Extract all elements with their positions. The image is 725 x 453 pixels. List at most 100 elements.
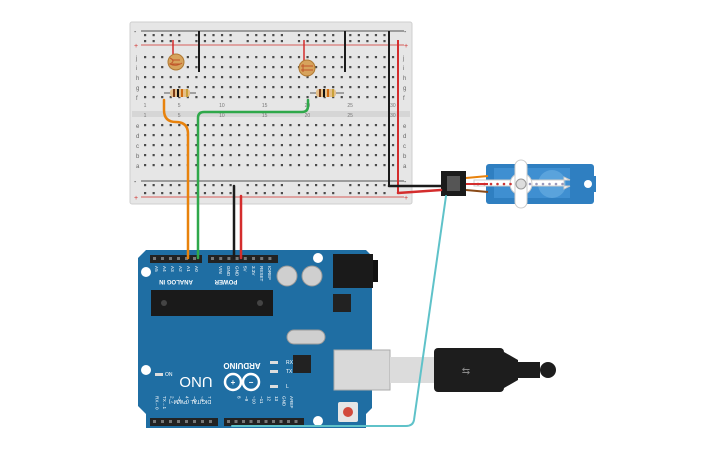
resistor-2[interactable]: [310, 89, 344, 97]
power-pin-hole[interactable]: [227, 257, 231, 260]
digital-pin-hole[interactable]: [153, 420, 156, 423]
analog-pin-hole[interactable]: [153, 257, 156, 260]
horn-hole: [554, 182, 558, 186]
digital-pin-hole[interactable]: [234, 420, 238, 423]
analog-pin-hole[interactable]: [193, 257, 196, 260]
breadboard-hole: [306, 154, 309, 157]
breadboard-hole: [212, 154, 215, 157]
breadboard-hole: [263, 134, 266, 137]
servo-motor[interactable]: [473, 159, 596, 209]
rail-hole: [332, 40, 335, 43]
digital-pin-hole[interactable]: [279, 420, 283, 423]
breadboard-hole: [161, 164, 164, 167]
breadboard-hole: [263, 76, 266, 79]
tx-label: TX: [286, 369, 293, 375]
breadboard-hole: [238, 96, 241, 99]
breadboard-hole: [289, 86, 292, 89]
power-pin-hole[interactable]: [243, 257, 247, 260]
breadboard-hole: [220, 164, 224, 167]
breadboard-hole: [289, 154, 292, 157]
breadboard-hole: [366, 134, 369, 137]
breadboard-hole: [203, 134, 207, 137]
breadboard-hole: [315, 144, 318, 147]
horn-hole: [535, 182, 538, 186]
digital-pin-hole[interactable]: [264, 420, 268, 423]
wire-cyan-signal[interactable]: [231, 195, 447, 427]
row-letter: c: [403, 144, 406, 150]
rail-hole: [212, 34, 215, 37]
breadboard-hole: [203, 154, 207, 157]
rail-hole: [169, 192, 172, 195]
power-pin-hole[interactable]: [235, 257, 239, 260]
power-header: [208, 255, 278, 263]
usb-cable[interactable]: ⇆: [390, 348, 556, 392]
row-letter: h: [136, 76, 139, 82]
rail-hole: [229, 40, 232, 43]
wire-servo-power[interactable]: [396, 188, 443, 195]
digital-pin-hole[interactable]: [287, 420, 290, 423]
digital-pin-hole[interactable]: [185, 420, 188, 423]
breadboard-hole: [229, 96, 232, 99]
breadboard-hole: [383, 144, 386, 147]
rail-hole: [332, 34, 335, 37]
breadboard-hole: [340, 96, 343, 99]
breadboard-hole: [220, 66, 224, 69]
breadboard-hole: [280, 86, 283, 89]
analog-pin-hole[interactable]: [169, 257, 172, 260]
analog-pin-hole[interactable]: [185, 257, 188, 260]
digital-pin-label: 13: [274, 396, 279, 402]
rail-hole: [169, 40, 172, 43]
rail-plus-label-right: +: [404, 43, 408, 50]
rail-hole: [263, 34, 266, 37]
digital-pin-label: RX←0: [155, 396, 160, 410]
digital-pin-hole[interactable]: [294, 420, 298, 423]
digital-pin-hole[interactable]: [161, 420, 164, 423]
arduino-uno-board[interactable]: ANALOG IN POWER RX TX L ON +: [138, 250, 391, 428]
power-pin-hole[interactable]: [252, 257, 255, 260]
reset-button[interactable]: [343, 407, 353, 417]
breadboard-hole: [229, 164, 232, 167]
resistor-1[interactable]: [164, 89, 196, 97]
rail-hole: [366, 184, 369, 187]
digital-pin-hole[interactable]: [242, 420, 245, 423]
rail-hole: [212, 192, 215, 195]
power-pin-hole[interactable]: [268, 257, 272, 260]
rail-hole: [306, 184, 309, 187]
power-pin-hole[interactable]: [260, 257, 264, 260]
rail-hole: [161, 192, 164, 195]
digital-pin-hole[interactable]: [257, 420, 260, 423]
wire-orange-a1[interactable]: [162, 98, 190, 260]
row-letter: j: [402, 56, 404, 62]
power-pin-hole[interactable]: [219, 257, 223, 260]
digital-pin-hole[interactable]: [177, 420, 180, 423]
wire-green-a0[interactable]: [196, 98, 310, 260]
breadboard-hole: [212, 56, 215, 59]
digital-pin-hole[interactable]: [272, 420, 275, 423]
breadboard-hole: [186, 86, 189, 89]
photoresistor-1[interactable]: [167, 53, 185, 71]
rail-hole: [263, 192, 266, 195]
digital-pin-hole[interactable]: [169, 420, 172, 423]
rail-hole: [272, 34, 275, 37]
breadboard-hole: [229, 144, 232, 147]
digital-pin-hole[interactable]: [209, 420, 212, 423]
breadboard-hole: [144, 144, 147, 147]
photoresistor-2[interactable]: [298, 59, 316, 77]
rail-hole: [357, 184, 360, 187]
rail-hole: [246, 192, 249, 195]
power-jack: [333, 254, 373, 288]
power-pin-hole[interactable]: [211, 257, 214, 260]
breadboard-hole: [229, 124, 232, 127]
digital-pin-label: ~10: [252, 396, 257, 404]
analog-pin-hole[interactable]: [161, 257, 164, 260]
analog-pin-hole[interactable]: [177, 257, 180, 260]
digital-pin-label: 7: [207, 396, 212, 399]
digital-pin-hole[interactable]: [201, 420, 204, 423]
atmega-chip: [151, 290, 273, 316]
digital-pin-hole[interactable]: [227, 420, 230, 423]
breadboard-hole: [366, 154, 369, 157]
digital-pin-hole[interactable]: [193, 420, 196, 423]
breadboard-hole: [289, 124, 292, 127]
breadboard-channel: [132, 111, 410, 117]
digital-pin-hole[interactable]: [249, 420, 253, 423]
